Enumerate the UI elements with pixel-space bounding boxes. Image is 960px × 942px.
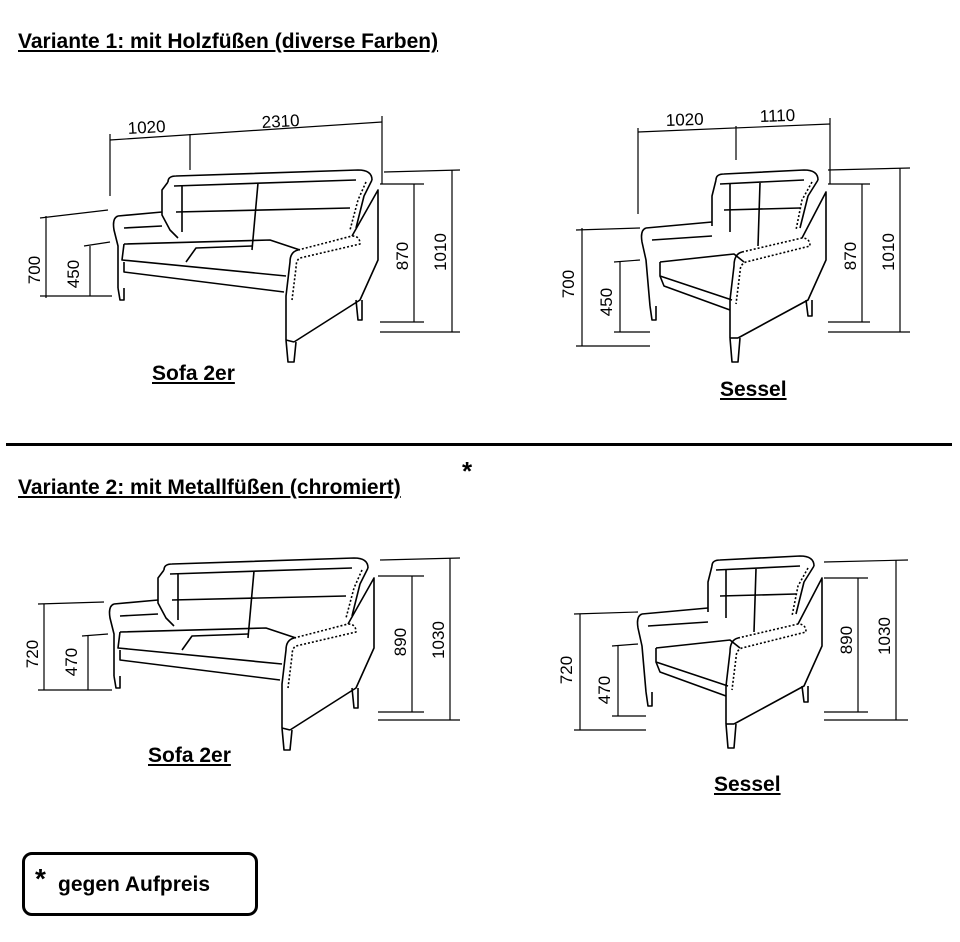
v1-sofa-depth-label: 1020 bbox=[127, 117, 166, 138]
variant1-heading: Variante 1: mit Holzfüßen (diverse Farbe… bbox=[18, 30, 439, 53]
v1-sofa-width-label: 2310 bbox=[261, 111, 300, 132]
variant2-heading: Variante 2: mit Metallfüßen (chromiert) bbox=[18, 476, 401, 499]
v1-chair-total-height-label: 1010 bbox=[879, 233, 898, 271]
v1-sofa-arm-height-label: 700 bbox=[25, 256, 44, 284]
surcharge-note-box: * gegen Aufpreis bbox=[22, 852, 258, 916]
v1-chair-seat-height-label: 450 bbox=[597, 288, 616, 316]
v1-chair-back-height-label: 870 bbox=[841, 242, 860, 270]
v2-sofa-caption: Sofa 2er bbox=[148, 744, 231, 767]
v2-sofa-outline bbox=[108, 557, 375, 751]
v1-chair-width-label: 1110 bbox=[759, 106, 795, 126]
v1-chair-outline bbox=[640, 169, 827, 363]
v1-sofa-total-height-label: 1010 bbox=[431, 233, 450, 271]
v1-sofa-back-height-label: 870 bbox=[393, 242, 412, 270]
v2-chair-arm-height-label: 720 bbox=[557, 656, 576, 684]
v2-chair-back-height-label: 890 bbox=[837, 626, 856, 654]
v2-sofa-seat-height-label: 470 bbox=[62, 648, 81, 676]
v2-chair-outline bbox=[636, 555, 823, 749]
v2-sofa-back-height-label: 890 bbox=[391, 628, 410, 656]
v2-chair-seat-height-label: 470 bbox=[595, 676, 614, 704]
v2-sofa-total-height-label: 1030 bbox=[429, 621, 448, 659]
v1-sofa-outline bbox=[112, 169, 379, 363]
v1-sofa-caption: Sofa 2er bbox=[152, 362, 235, 385]
variant2-asterisk: * bbox=[462, 456, 473, 486]
note-text: gegen Aufpreis bbox=[58, 873, 211, 896]
note-asterisk: * bbox=[35, 863, 46, 894]
v1-sofa-seat-height-label: 450 bbox=[64, 260, 83, 288]
v1-chair-arm-height-label: 700 bbox=[559, 270, 578, 298]
section-divider bbox=[6, 443, 952, 446]
v2-sofa-arm-height-label: 720 bbox=[23, 640, 42, 668]
v1-chair-caption: Sessel bbox=[720, 378, 787, 401]
v2-chair-total-height-label: 1030 bbox=[875, 617, 894, 655]
v2-chair-caption: Sessel bbox=[714, 773, 781, 796]
v1-chair-depth-label: 1020 bbox=[665, 110, 703, 130]
